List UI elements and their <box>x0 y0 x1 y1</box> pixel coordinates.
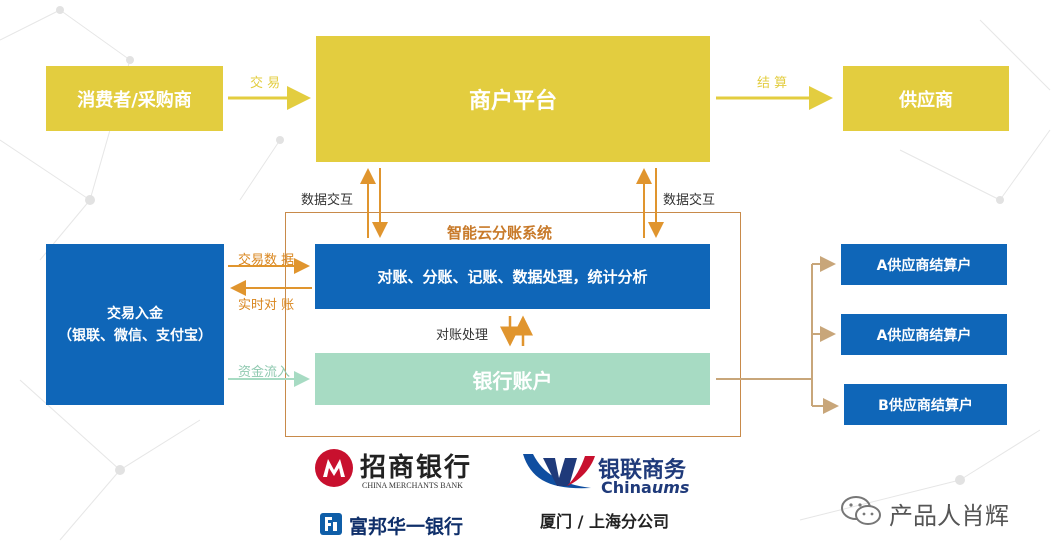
settlement-account-b-label: B供应商结算户 <box>878 397 973 414</box>
bank-account-label: 银行账户 <box>472 368 553 393</box>
ums-name: 银联商务 <box>598 458 687 483</box>
merchant-platform-box: 商户平台 <box>316 36 710 162</box>
trade-deposit-box: 交易入金 （银联、微信、支付宝） <box>46 244 224 405</box>
data-exchange-right-label: 数据交互 <box>663 193 716 208</box>
settlement-account-a1: A供应商结算户 <box>841 244 1007 285</box>
trade-data-label: 交易数 据 <box>238 253 295 268</box>
recon-process-label: 对账处理 <box>436 328 489 343</box>
reconciliation-bar: 对账、分账、记账、数据处理，统计分析 <box>315 244 710 309</box>
settlement-account-a2: A供应商结算户 <box>841 314 1007 355</box>
ums-english-ums: ums <box>651 478 690 497</box>
watermark-text: 产品人肖辉 <box>889 502 1009 530</box>
consumer-label: 消费者/采购商 <box>77 89 192 111</box>
cloud-split-system-frame <box>285 212 741 437</box>
supplier-label: 供应商 <box>899 89 953 111</box>
trade-deposit-title: 交易入金 <box>107 305 163 322</box>
settlement-account-a2-label: A供应商结算户 <box>876 327 972 344</box>
merchant-platform-label: 商户平台 <box>468 89 557 114</box>
cmb-name: 招商银行 <box>360 453 473 483</box>
trade-deposit-channels: （银联、微信、支付宝） <box>58 327 212 344</box>
supplier-box: 供应商 <box>843 66 1009 131</box>
settlement-account-a1-label: A供应商结算户 <box>876 257 972 274</box>
fubon-name: 富邦华一银行 <box>349 516 464 538</box>
settlement-account-b: B供应商结算户 <box>844 384 1007 425</box>
cmb-logo-icon <box>315 449 353 487</box>
trade-label: 交 易 <box>250 76 281 91</box>
funds-inflow-label: 资金流入 <box>238 365 291 380</box>
data-exchange-left-label: 数据交互 <box>301 193 354 208</box>
fubon-logo-icon <box>320 513 342 535</box>
ums-branch: 厦门 / 上海分公司 <box>540 512 669 531</box>
ums-english-china: China <box>601 478 652 497</box>
wechat-icon <box>841 496 881 525</box>
bank-account-box: 银行账户 <box>315 353 710 405</box>
cmb-english: CHINA MERCHANTS BANK <box>362 481 463 490</box>
reconciliation-label: 对账、分账、记账、数据处理，统计分析 <box>377 268 648 286</box>
consumer-box: 消费者/采购商 <box>46 66 223 131</box>
settle-label: 结 算 <box>757 76 788 91</box>
realtime-recon-label: 实时对 账 <box>238 298 295 313</box>
ums-logo-icon <box>523 454 595 489</box>
ums-english: Chinaums <box>601 478 689 497</box>
system-title: 智能云分账系统 <box>447 224 553 242</box>
